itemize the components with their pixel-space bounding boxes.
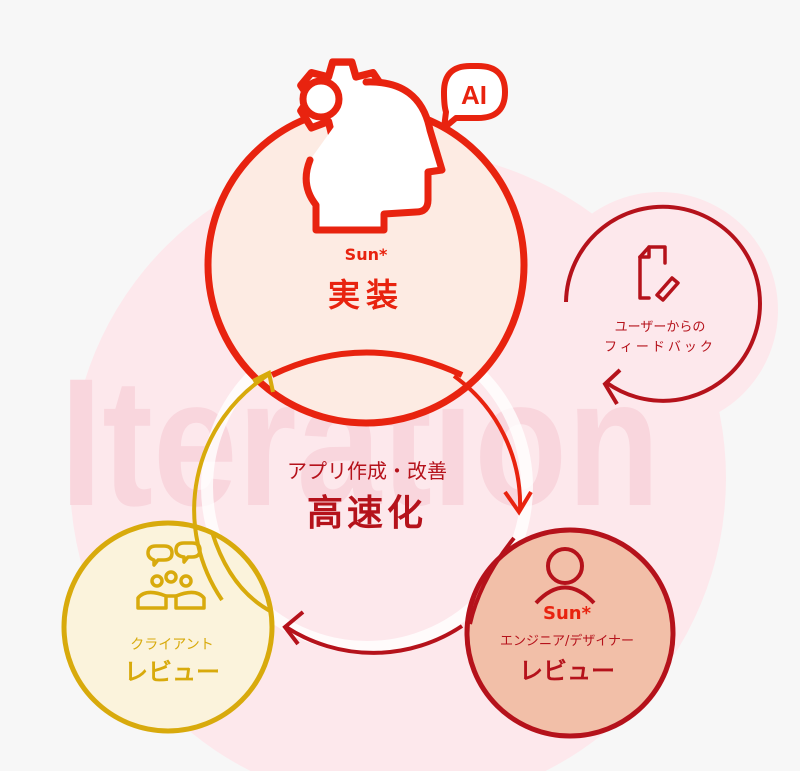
feedback-arrowhead bbox=[602, 368, 622, 406]
arrowhead-top bbox=[252, 370, 275, 393]
implementation-brand: Sun* bbox=[344, 245, 388, 264]
engineer-review-subtitle: エンジニア/デザイナー bbox=[499, 634, 635, 649]
arrow-left-to-top bbox=[192, 373, 270, 602]
arrowhead-left bbox=[282, 610, 305, 646]
center-title: 高速化 bbox=[306, 493, 428, 534]
center-subtitle: アプリ作成・改善 bbox=[287, 459, 447, 483]
arrow-right-to-left bbox=[284, 624, 464, 655]
feedback-arc bbox=[564, 204, 762, 403]
engineer-review-circle bbox=[464, 527, 676, 739]
arrow-top-to-right bbox=[452, 374, 523, 511]
client-review-title: レビュー bbox=[124, 658, 220, 686]
arrowhead-right bbox=[503, 490, 533, 516]
client-review-subtitle: クライアント bbox=[130, 637, 214, 653]
document-edit-icon bbox=[638, 245, 680, 302]
head-icon bbox=[302, 78, 446, 234]
right-lens-arc bbox=[468, 536, 516, 625]
audience-chat-icon bbox=[136, 541, 206, 610]
implementation-title: 実装 bbox=[327, 276, 405, 314]
ai-badge: AI bbox=[461, 80, 487, 110]
feedback-label-line2: フィードバック bbox=[604, 340, 716, 355]
user-icon bbox=[534, 547, 596, 605]
client-review-circle bbox=[61, 520, 275, 734]
top-lens-arc bbox=[270, 349, 464, 378]
yellow-lens-arc bbox=[210, 531, 273, 614]
engineer-review-title: レビュー bbox=[519, 657, 615, 685]
engineer-review-brand: Sun* bbox=[542, 603, 592, 624]
ai-speech-bubble-icon: AI bbox=[441, 63, 508, 131]
feedback-label-line1: ユーザーからの bbox=[614, 320, 706, 335]
